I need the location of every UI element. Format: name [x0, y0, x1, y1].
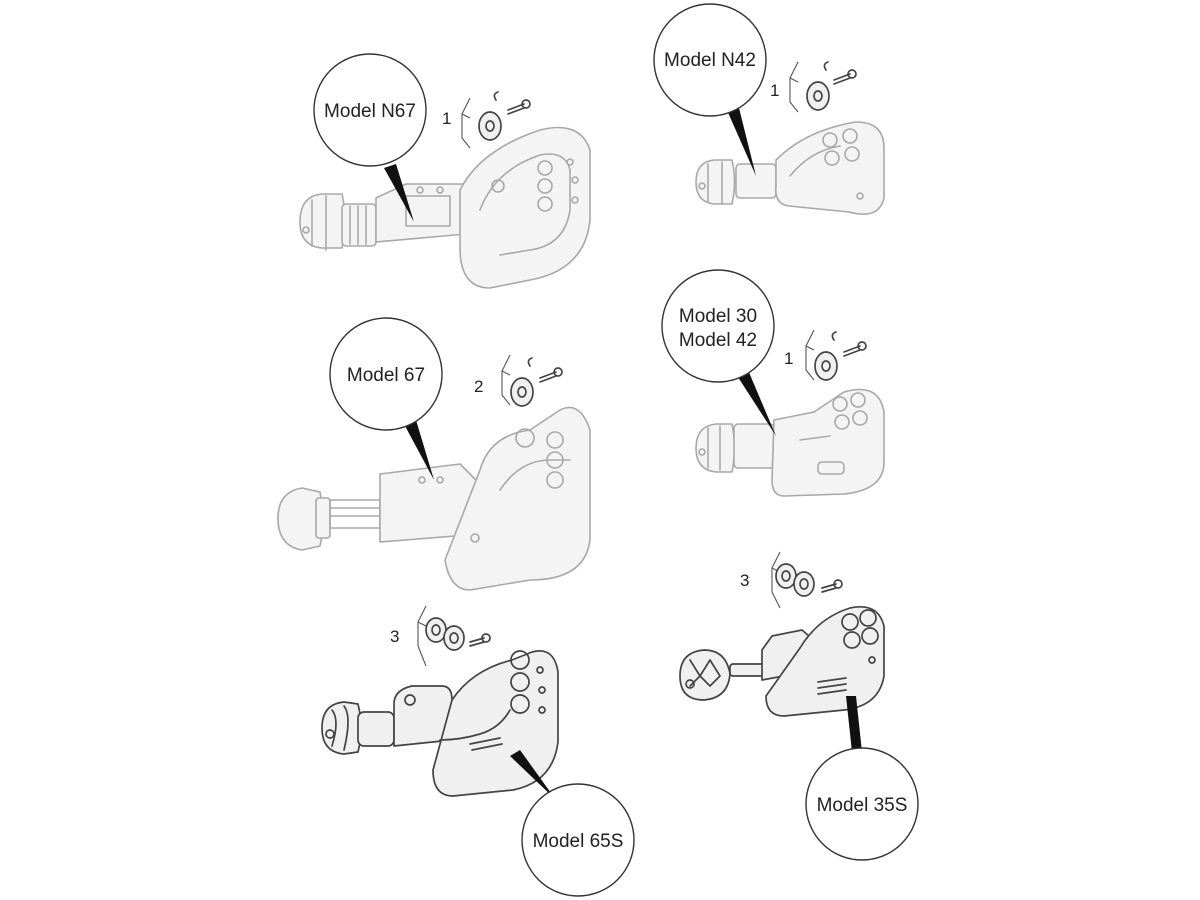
axle-pin-35s-icon: [821, 579, 843, 593]
callout-circle-35s: [805, 747, 919, 861]
model-label-42: Model 42: [679, 330, 757, 351]
model-label-35s: Model 35S: [817, 795, 908, 816]
cutter-wheel-65s-a-icon: [425, 617, 447, 643]
pointer-65s: [510, 750, 556, 800]
tube-cutter-30-42-icon: [695, 388, 885, 497]
model-65s-group: 3 Model 65S: [321, 605, 635, 897]
pointer-30-42: [736, 370, 776, 436]
axle-pin-n67-icon: [507, 99, 531, 115]
model-label-n67: Model N67: [324, 101, 416, 122]
axle-pin-30-42-icon: [843, 341, 867, 357]
cutter-wheel-n42-icon: [806, 61, 830, 111]
model-67-group: 2 Model 67: [277, 317, 591, 591]
part-count-n42: 1: [770, 81, 779, 100]
model-label-67: Model 67: [347, 365, 425, 386]
part-count-65s: 3: [390, 627, 399, 646]
tube-cutter-n42-icon: [695, 121, 885, 215]
callout-circle-30-42: [661, 269, 775, 383]
cutter-wheel-67-icon: [510, 357, 534, 407]
axle-pin-67-icon: [539, 367, 563, 383]
part-count-35s: 3: [740, 571, 749, 590]
cutter-wheel-35s-b-icon: [793, 571, 815, 597]
cutter-wheel-30-42-icon: [814, 331, 838, 381]
pointer-n67: [384, 164, 414, 222]
part-count-n67: 1: [442, 109, 451, 128]
parts-brace-n42: [789, 61, 799, 113]
callout-circle-67: [329, 317, 443, 431]
model-n67-group: 1 Model N67: [299, 53, 591, 289]
tube-cutter-35s-icon: [679, 606, 885, 717]
callout-circle-65s: [521, 783, 635, 897]
axle-pin-65s-icon: [469, 633, 491, 647]
parts-brace-n67: [461, 97, 471, 149]
pointer-n42: [726, 104, 756, 176]
parts-brace-67: [501, 354, 511, 406]
model-label-n42: Model N42: [664, 50, 756, 71]
cutter-wheel-65s-b-icon: [443, 625, 465, 651]
pointer-35s: [846, 696, 862, 752]
model-35s-group: 3 Model 35S: [679, 551, 919, 861]
axle-pin-n42-icon: [833, 69, 857, 85]
part-count-30-42: 1: [784, 349, 793, 368]
parts-brace-30-42: [805, 329, 815, 381]
tube-cutter-65s-icon: [321, 650, 559, 797]
cutter-wheel-n67-icon: [478, 91, 502, 141]
model-30-42-group: 1 Model 30 Model 42: [661, 269, 885, 497]
part-count-67: 2: [474, 377, 483, 396]
parts-brace-65s: [417, 605, 427, 667]
model-label-30: Model 30: [679, 306, 757, 327]
model-label-65s: Model 65S: [533, 831, 624, 852]
callout-circle-n67: [313, 53, 427, 167]
tube-cutter-67-icon: [277, 406, 591, 591]
model-n42-group: 1 Model N42: [653, 3, 885, 215]
callout-circle-n42: [653, 3, 767, 117]
pointer-67: [404, 420, 434, 480]
cutter-wheel-35s-a-icon: [775, 563, 797, 589]
